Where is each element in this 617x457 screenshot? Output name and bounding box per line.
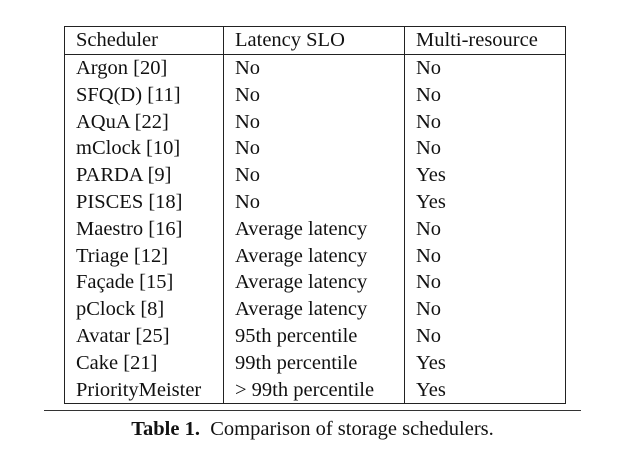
caption-divider	[44, 410, 581, 411]
latency-slo-cell: Average latency	[223, 215, 405, 243]
column-header-multi-resource: Multi-resource	[404, 26, 566, 55]
latency-slo-cell: No	[223, 81, 405, 109]
table-row: PISCES [18] No Yes	[64, 188, 566, 216]
scheduler-cell: Argon [20]	[64, 54, 224, 82]
multi-resource-cell: No	[416, 137, 442, 160]
table-row: Maestro [16] Average latency No	[64, 215, 566, 243]
scheduler-cell: SFQ(D) [11]	[64, 81, 224, 109]
multi-resource-cell: No	[416, 56, 442, 79]
table-row: pClock [8] Average latency No	[64, 295, 566, 323]
scheduler-cell: PARDA [9]	[64, 161, 224, 189]
scheduler-cell: Cake [21]	[64, 349, 224, 377]
table-row: Argon [20] No No	[64, 54, 566, 82]
caption-text: Comparison of storage schedulers.	[210, 418, 494, 440]
table-row: Cake [21] 99th percentile Yes	[64, 349, 566, 377]
table-caption: Table 1. Comparison of storage scheduler…	[0, 419, 617, 440]
latency-slo-cell: Average latency	[223, 242, 405, 270]
multi-resource-cell: No	[416, 83, 442, 106]
latency-slo-cell: 99th percentile	[223, 349, 405, 377]
latency-slo-cell: No	[223, 161, 405, 189]
scheduler-cell: Triage [12]	[64, 242, 224, 270]
table-row: PriorityMeister > 99th percentile Yes	[64, 376, 566, 404]
latency-slo-cell: Average latency	[223, 269, 405, 296]
table-row: mClock [10] No No	[64, 135, 566, 162]
latency-slo-cell: No	[223, 108, 405, 136]
multi-resource-cell: No	[416, 244, 442, 267]
table-row: Façade [15] Average latency No	[64, 269, 566, 296]
table-row: AQuA [22] No No	[64, 108, 566, 136]
table-header-row: Scheduler Latency SLO Multi-resource	[64, 26, 566, 55]
scheduler-cell: Maestro [16]	[64, 215, 224, 243]
multi-resource-cell: Yes	[416, 378, 446, 401]
scheduler-cell: PISCES [18]	[64, 188, 224, 216]
table-row: SFQ(D) [11] No No	[64, 81, 566, 109]
latency-slo-cell: No	[223, 54, 405, 82]
multi-resource-cell: No	[416, 110, 442, 133]
latency-slo-cell: Average latency	[223, 295, 405, 323]
multi-resource-cell: No	[416, 298, 442, 321]
latency-slo-cell: No	[223, 135, 405, 162]
multi-resource-cell: Yes	[416, 164, 446, 187]
latency-slo-cell: 95th percentile	[223, 322, 405, 350]
multi-resource-cell: No	[416, 324, 442, 347]
multi-resource-cell: No	[416, 217, 442, 240]
scheduler-cell: AQuA [22]	[64, 108, 224, 136]
multi-resource-cell: Yes	[416, 351, 446, 374]
scheduler-cell: pClock [8]	[64, 295, 224, 323]
scheduler-cell: mClock [10]	[64, 135, 224, 162]
scheduler-cell: Avatar [25]	[64, 322, 224, 350]
multi-resource-cell: No	[416, 271, 442, 294]
schedulers-table: Scheduler Latency SLO Multi-resource Arg…	[64, 26, 566, 405]
table-row: PARDA [9] No Yes	[64, 161, 566, 189]
table-row: Triage [12] Average latency No	[64, 242, 566, 270]
schedulers-table-container: Scheduler Latency SLO Multi-resource Arg…	[64, 26, 566, 405]
multi-resource-cell: Yes	[416, 190, 446, 213]
caption-label: Table 1.	[131, 418, 200, 440]
scheduler-cell: Façade [15]	[64, 269, 224, 296]
scheduler-cell: PriorityMeister	[64, 376, 224, 404]
latency-slo-cell: > 99th percentile	[223, 376, 405, 404]
column-header-latency-slo: Latency SLO	[223, 26, 405, 55]
latency-slo-cell: No	[223, 188, 405, 216]
table-row: Avatar [25] 95th percentile No	[64, 322, 566, 350]
column-header-scheduler: Scheduler	[64, 26, 224, 55]
